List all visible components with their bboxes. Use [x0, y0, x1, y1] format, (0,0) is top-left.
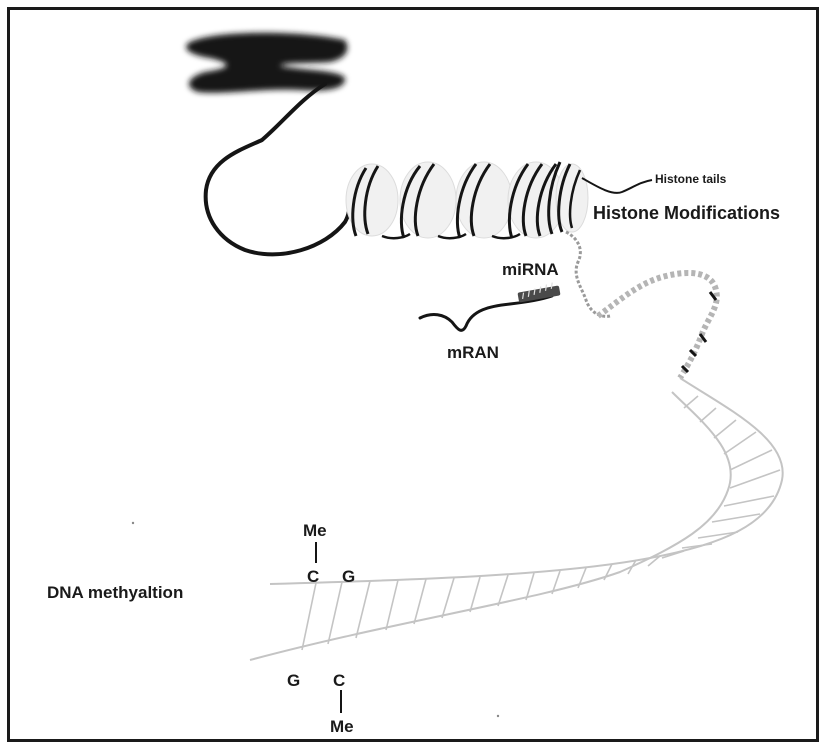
- mrna-strand: [420, 296, 552, 330]
- base-g-top-label: G: [342, 567, 355, 587]
- dna-methylation-label: DNA methyaltion: [47, 583, 183, 603]
- base-c-bottom-label: C: [333, 671, 345, 691]
- histone-modifications-label: Histone Modifications: [593, 203, 780, 224]
- base-c-top-label: C: [307, 567, 319, 587]
- methyl-group-top-label: Me: [303, 521, 327, 541]
- chromatin-strand: [206, 84, 350, 254]
- linker-dna: [566, 232, 610, 316]
- methyl-group-bottom-label: Me: [330, 717, 354, 737]
- mrna-label: mRAN: [447, 343, 499, 363]
- dna-coil: [598, 273, 717, 378]
- dna-coil-dark: [682, 292, 716, 372]
- base-g-bottom-label: G: [287, 671, 300, 691]
- nucleosome-array: [346, 162, 588, 238]
- histone-tail-pointer: [582, 178, 652, 193]
- nucleosome: [346, 164, 398, 236]
- speck: [497, 715, 499, 717]
- speck: [132, 522, 134, 524]
- mirna-label: miRNA: [502, 260, 559, 280]
- dna-ladder: [250, 378, 783, 660]
- histone-tails-label: Histone tails: [655, 172, 726, 186]
